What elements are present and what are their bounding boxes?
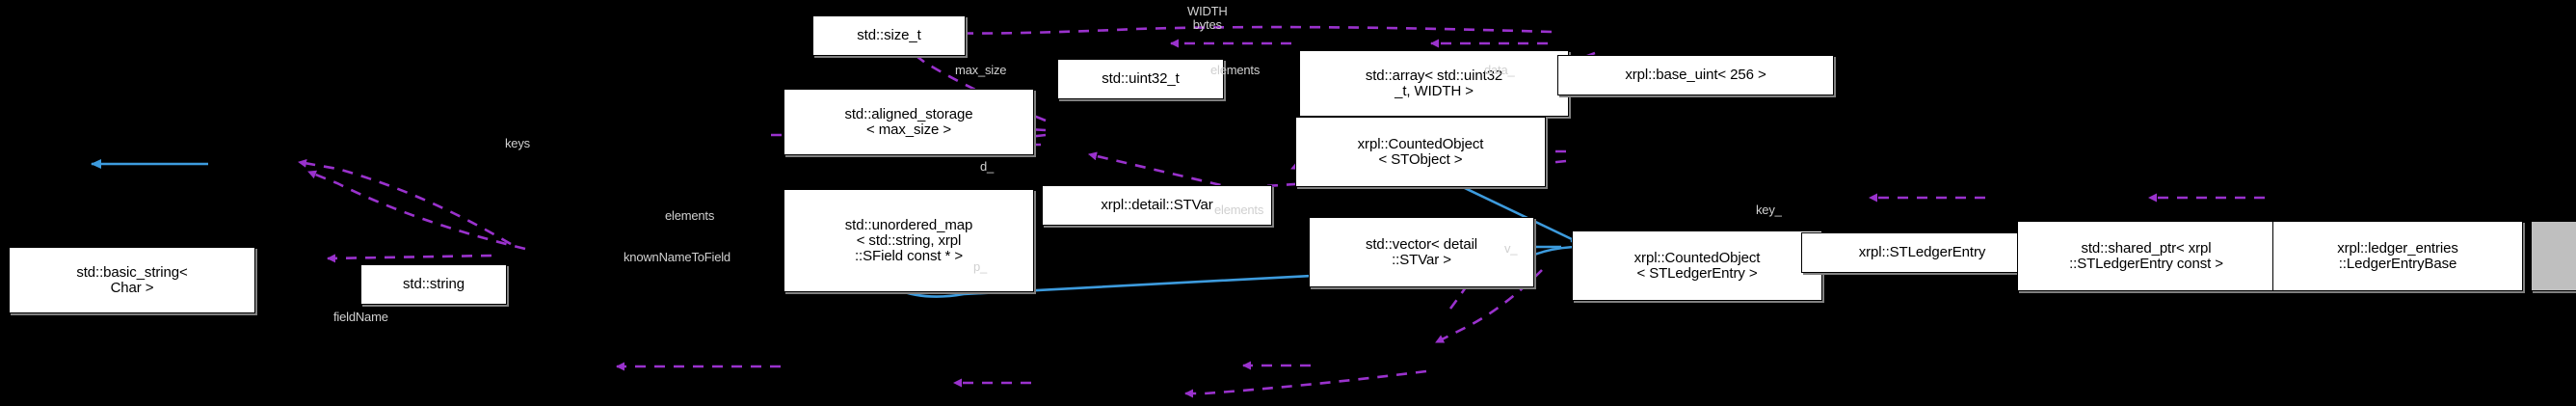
edge-label-fieldName: fieldName bbox=[333, 310, 388, 324]
edge-label-elements_2: elements bbox=[665, 208, 715, 223]
edge-label-p_: p_ bbox=[973, 259, 988, 274]
class-node-stvar[interactable]: xrpl::detail::STVar bbox=[1042, 185, 1272, 226]
class-node-vault[interactable]: xrpl::ledger_entries ::Vault bbox=[2531, 221, 2576, 291]
edge-label-knownNameToField: knownNameToField bbox=[624, 250, 730, 264]
edge-label-keys: keys bbox=[505, 136, 530, 150]
edge-label-v_: v_ bbox=[1504, 241, 1518, 256]
edge-label-width_bytes: WIDTH bytes bbox=[1187, 4, 1228, 32]
class-node-std_array[interactable]: std::array< std::uint32 _t, WIDTH > bbox=[1299, 50, 1569, 117]
edge-label-elements_1: elements bbox=[1210, 63, 1261, 77]
class-node-basic_string[interactable]: std::basic_string< Char > bbox=[9, 247, 255, 313]
edge-label-elements_3: elements bbox=[1214, 203, 1264, 217]
edge-label-d_: d_ bbox=[980, 159, 995, 174]
edge-label-key_: key_ bbox=[1756, 203, 1782, 217]
class-node-unordered_map_str[interactable]: std::unordered_map < std::string, xrpl :… bbox=[783, 189, 1034, 292]
usage-edges bbox=[298, 24, 2265, 398]
class-node-shared_ptr[interactable]: std::shared_ptr< xrpl ::STLedgerEntry co… bbox=[2017, 221, 2275, 291]
class-node-stledgerentry[interactable]: xrpl::STLedgerEntry bbox=[1801, 232, 2043, 273]
edge-label-max_size: max_size bbox=[955, 63, 1007, 77]
class-node-counted_stobject[interactable]: xrpl::CountedObject < STObject > bbox=[1295, 117, 1546, 187]
class-node-vector_stvar[interactable]: std::vector< detail ::STVar > bbox=[1309, 217, 1534, 287]
class-node-size_t[interactable]: std::size_t bbox=[812, 15, 966, 56]
class-node-counted_stledger[interactable]: xrpl::CountedObject < STLedgerEntry > bbox=[1572, 230, 1822, 301]
class-node-ledger_base[interactable]: xrpl::ledger_entries ::LedgerEntryBase bbox=[2272, 221, 2523, 291]
edge-label-data_: data_ bbox=[1484, 63, 1515, 77]
class-node-std_string[interactable]: std::string bbox=[360, 264, 507, 305]
class-node-base_uint[interactable]: xrpl::base_uint< 256 > bbox=[1557, 55, 1834, 95]
class-node-uint32_t[interactable]: std::uint32_t bbox=[1057, 59, 1224, 99]
class-node-aligned_storage[interactable]: std::aligned_storage < max_size > bbox=[783, 89, 1034, 155]
